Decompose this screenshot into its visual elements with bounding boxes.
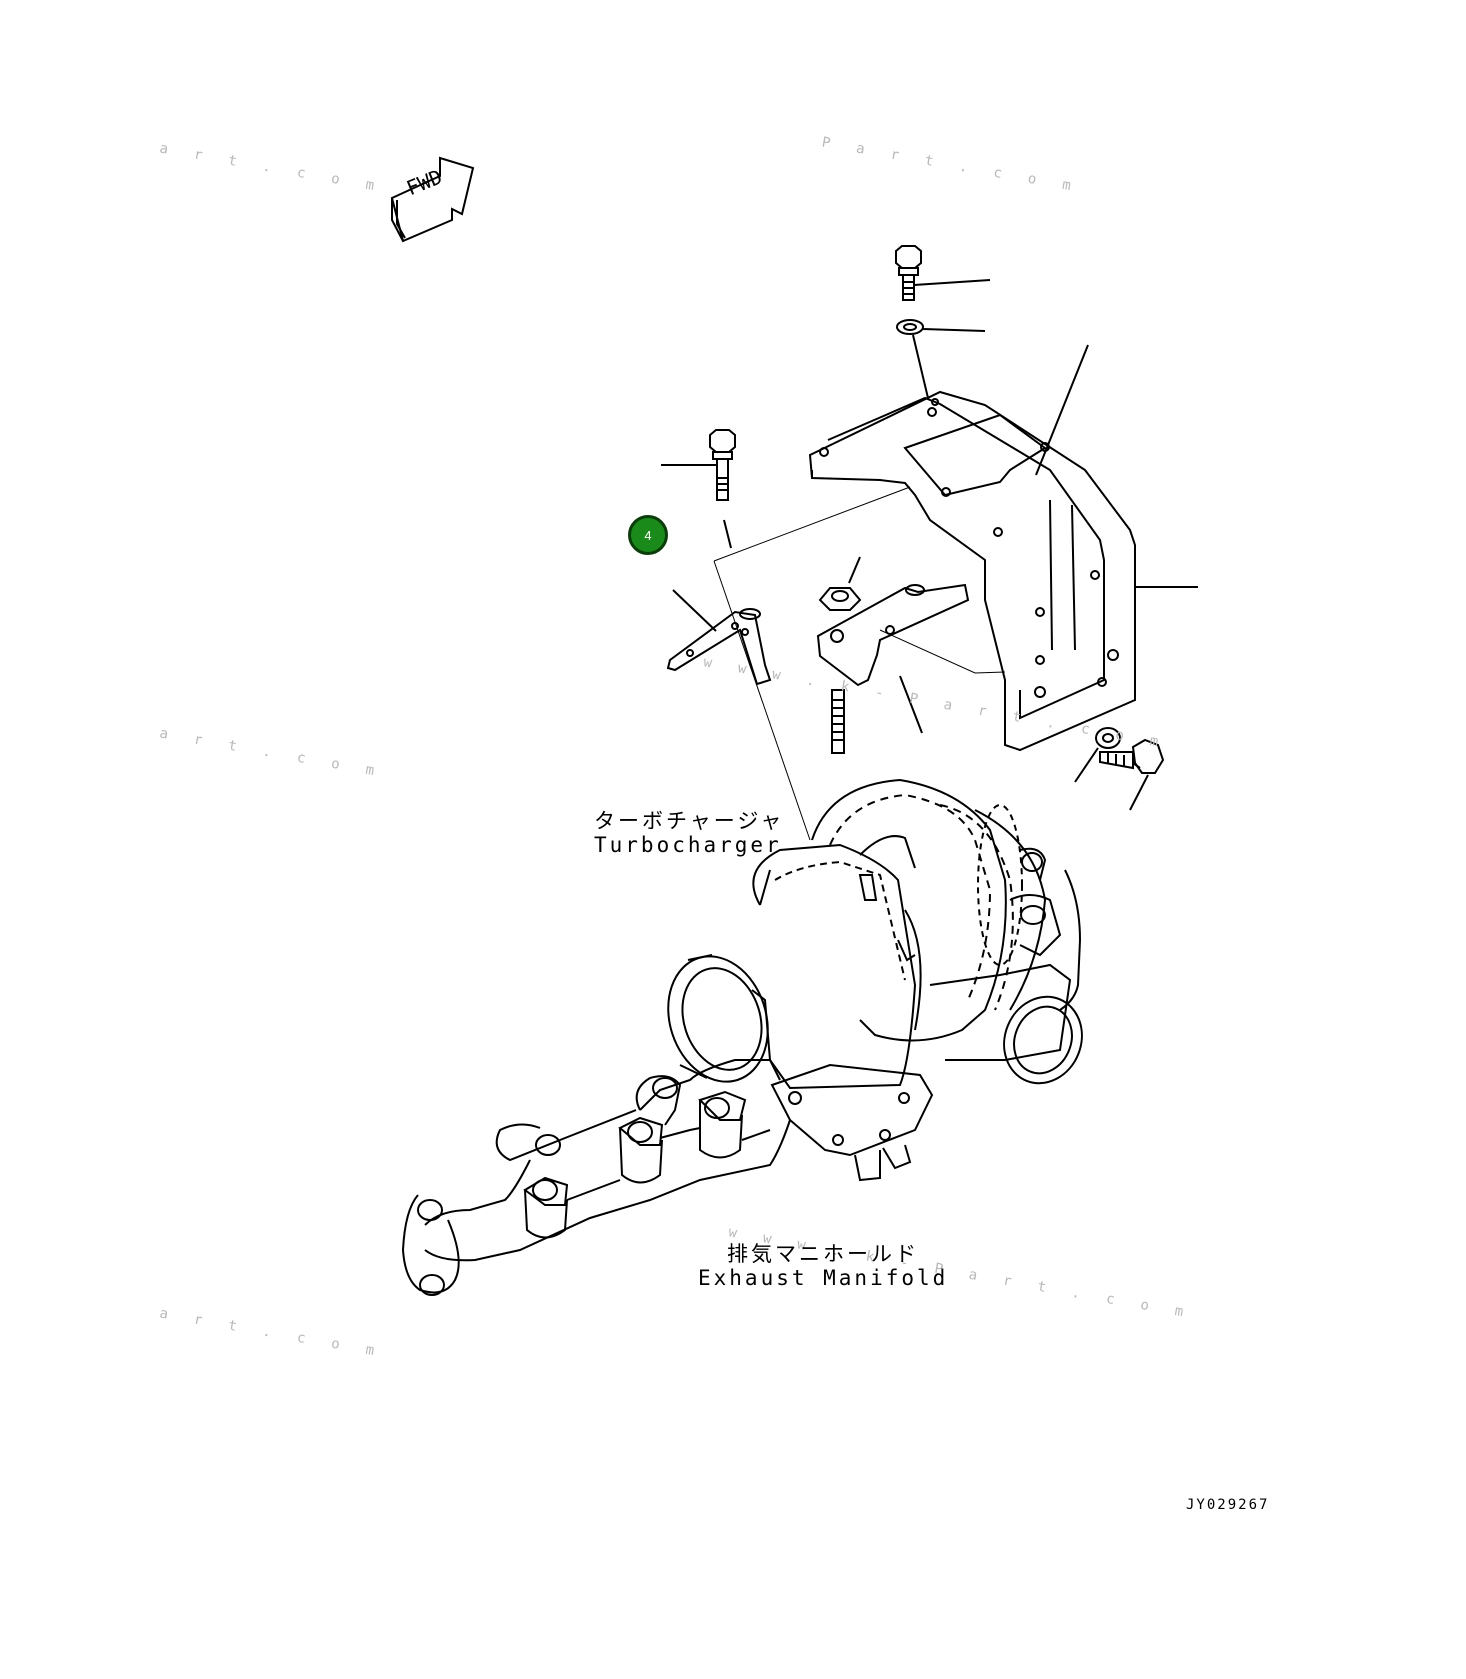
bolt-top <box>896 246 990 300</box>
fwd-arrow-icon <box>392 158 473 241</box>
washer-bottom <box>1075 728 1120 782</box>
turbocharger-label-jp: ターボチャージャ <box>594 809 785 833</box>
exhaust-manifold <box>403 1060 932 1295</box>
stud <box>832 690 844 753</box>
small-bracket <box>668 590 770 684</box>
nut <box>820 557 860 610</box>
reference-lines <box>714 487 1005 840</box>
main-bracket <box>810 392 1198 750</box>
bolt-bottom <box>1100 740 1163 810</box>
leader-cover <box>1036 345 1088 475</box>
callout-4-badge[interactable]: 4 <box>628 515 668 555</box>
bolt-left <box>661 430 735 548</box>
manifold-label-en: Exhaust Manifold <box>698 1266 949 1290</box>
support-bracket <box>818 585 968 733</box>
drawing-id: JY029267 <box>1186 1497 1270 1513</box>
turbocharger <box>653 780 1095 1095</box>
washer-top <box>897 320 985 398</box>
manifold-label-jp: 排気マニホールド <box>727 1242 919 1266</box>
turbocharger-label-en: Turbocharger <box>594 833 782 857</box>
